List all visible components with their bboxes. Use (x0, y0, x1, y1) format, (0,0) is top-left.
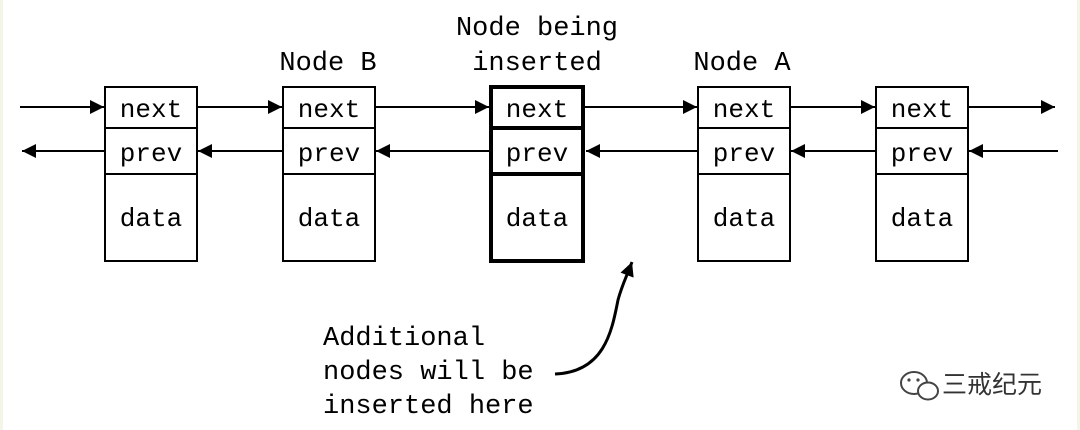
watermark-text: 三戒纪元 (942, 370, 1042, 399)
node-inserted: next prev data (489, 85, 585, 263)
node-inserted-label-line2: inserted (472, 49, 602, 79)
next-field-label: next (506, 95, 568, 125)
node-1: next prev data (104, 86, 198, 262)
wechat-icon (900, 371, 939, 401)
insertion-point-arrow (554, 261, 634, 376)
prev-field-label: prev (891, 139, 953, 169)
prev-field-label: prev (120, 139, 182, 169)
data-field-label: data (120, 204, 182, 234)
prev-field-label: prev (298, 139, 360, 169)
data-field-label: data (891, 204, 953, 234)
data-field-label: data (506, 204, 568, 234)
node-5: next prev data (875, 86, 969, 262)
annotation-line2: nodes will be (323, 358, 534, 388)
next-field-label: next (298, 95, 360, 125)
annotation-line1: Additional (323, 324, 485, 354)
prev-field-label: prev (506, 139, 568, 169)
node-b-label: Node B (279, 49, 376, 79)
left-edge-strip (0, 0, 3, 430)
next-field-label: next (891, 95, 953, 125)
node-a: next prev data (697, 86, 791, 262)
prev-field-label: prev (713, 139, 775, 169)
next-field-label: next (713, 95, 775, 125)
next-field-label: next (120, 95, 182, 125)
node-inserted-label-line1: Node being (456, 14, 618, 44)
annotation-line3: inserted here (323, 392, 534, 422)
right-edge-strip (1077, 0, 1080, 430)
data-field-label: data (713, 204, 775, 234)
node-a-label: Node A (693, 49, 791, 79)
data-field-label: data (298, 204, 360, 234)
node-b: next prev data (282, 86, 376, 262)
